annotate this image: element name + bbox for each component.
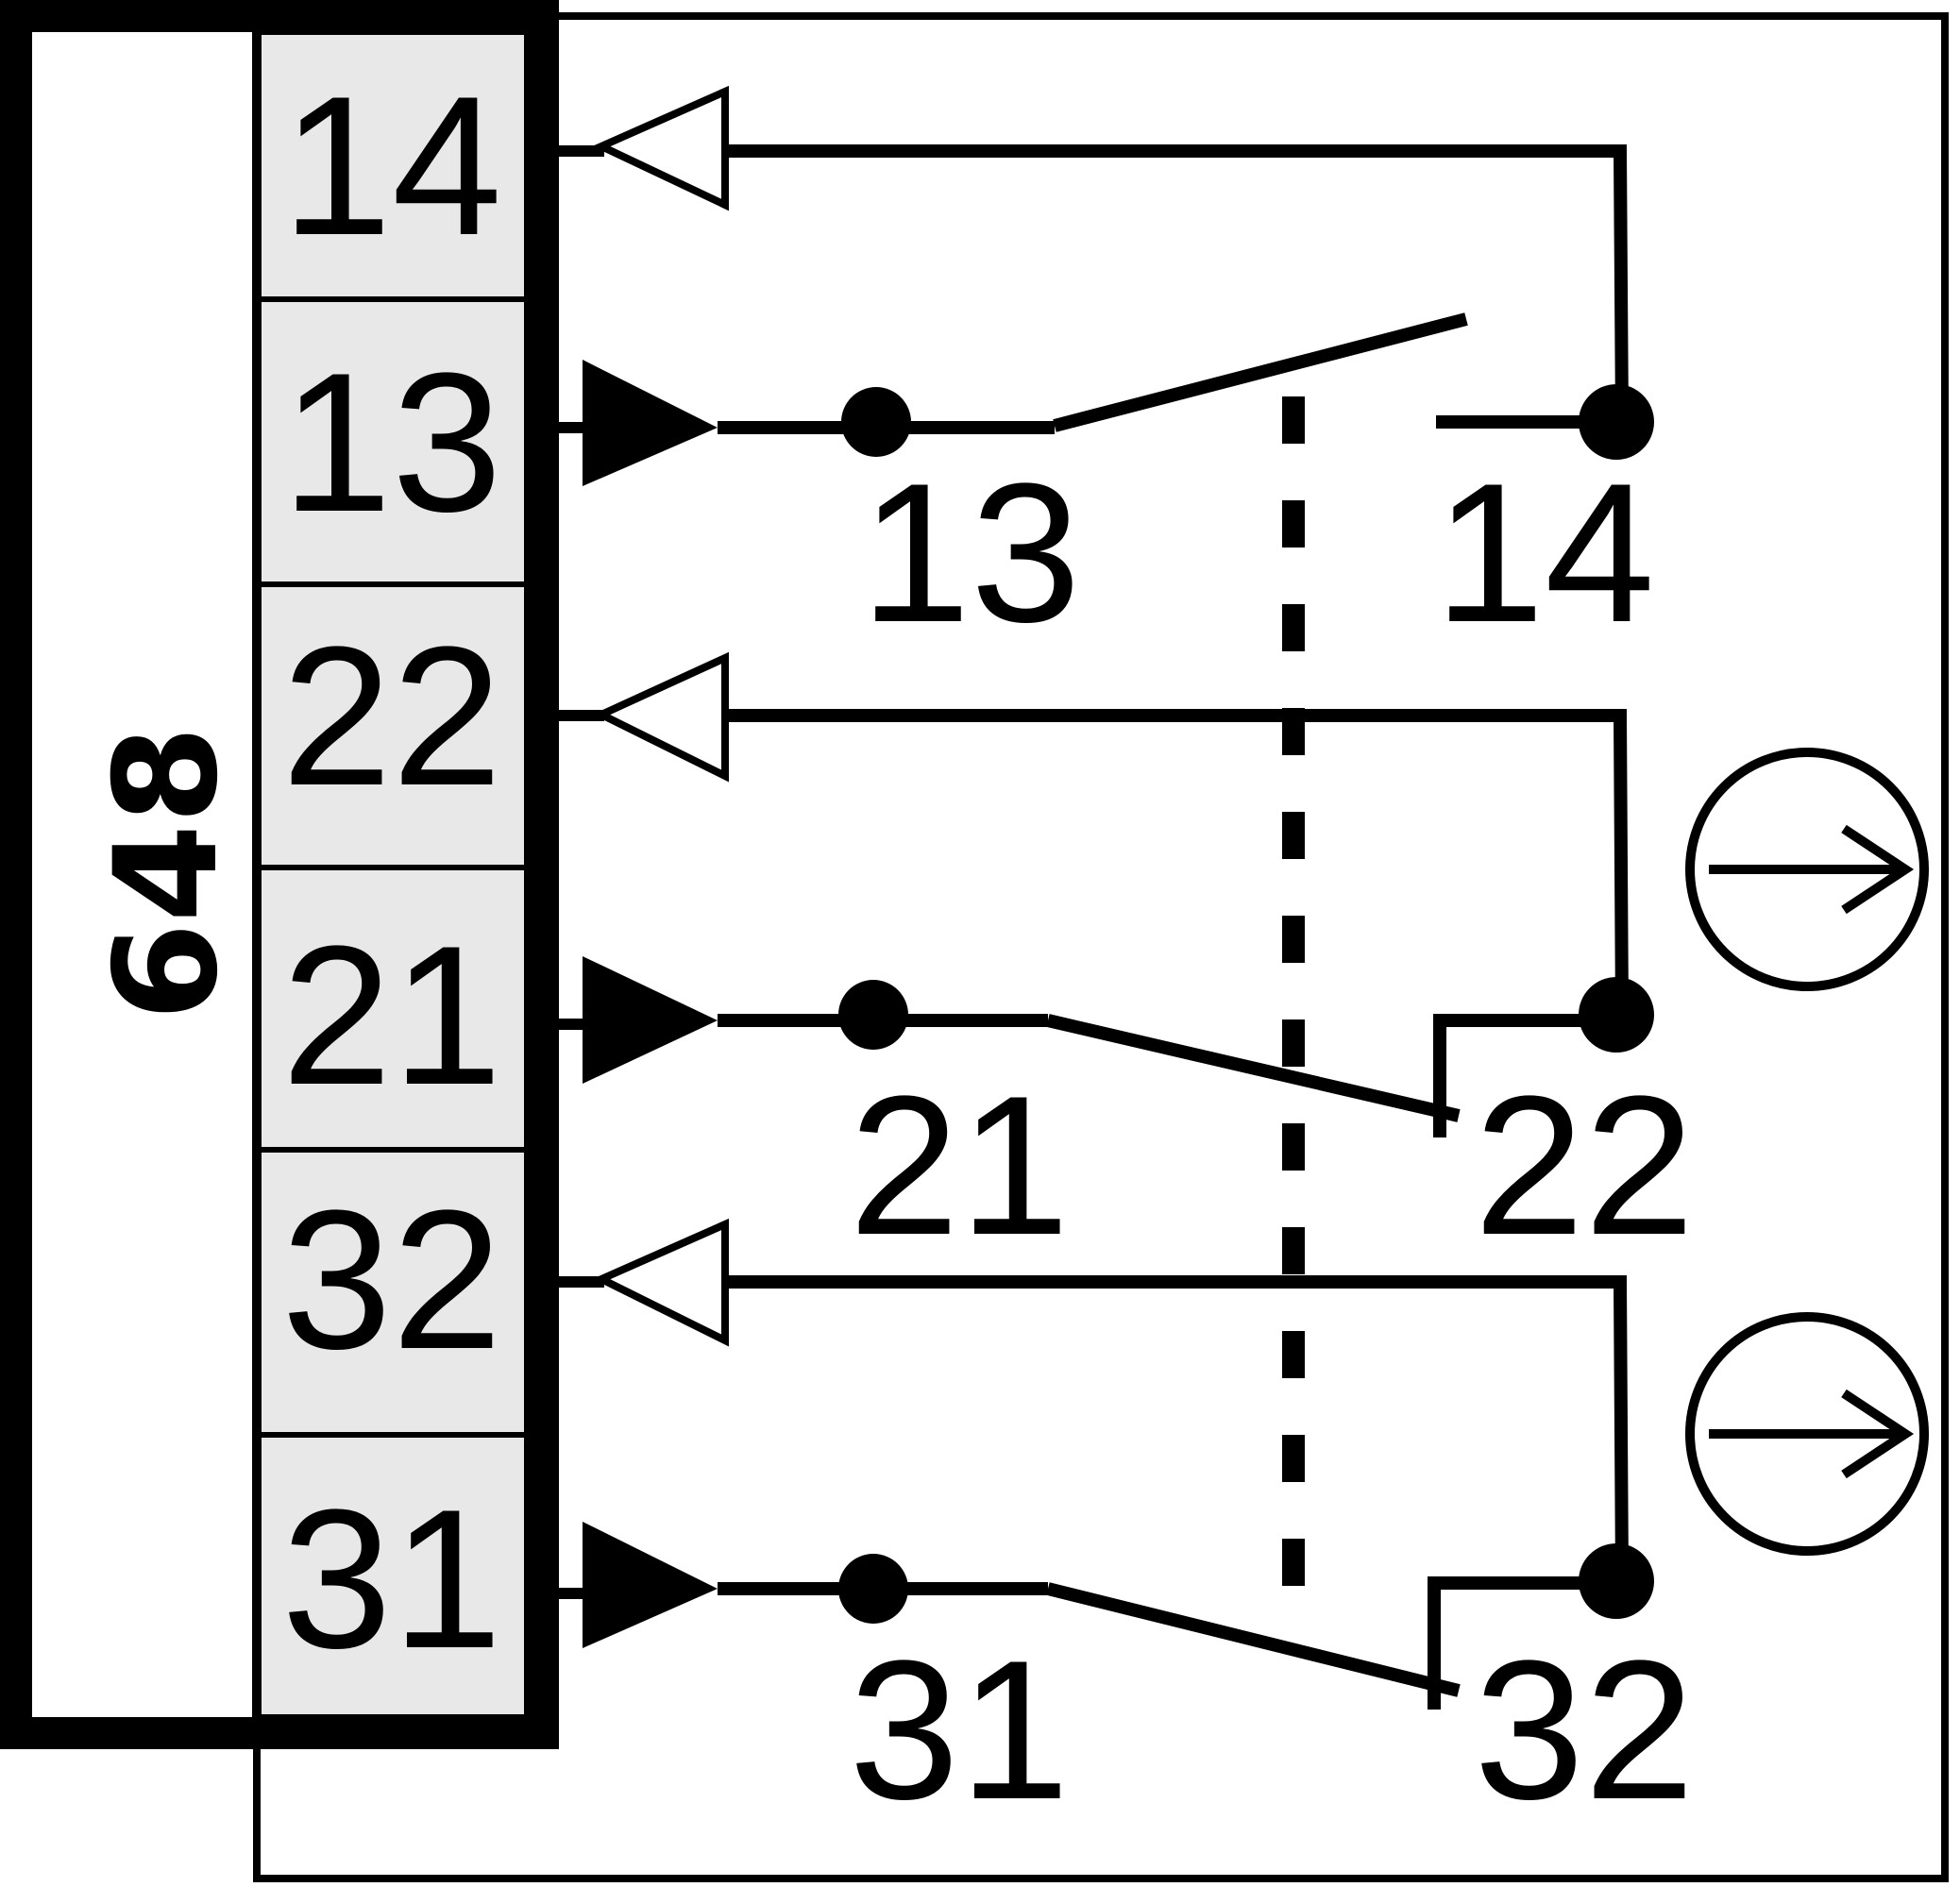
switch-blade [1053, 312, 1468, 432]
circle-arrow-icon [1685, 1312, 1929, 1556]
terminal-label-14: 14 [281, 55, 502, 277]
switch-blade [1046, 1014, 1461, 1122]
contact-node [838, 980, 908, 1050]
contact-label-22: 22 [1474, 1054, 1695, 1276]
switch-blade [1046, 1582, 1461, 1697]
output-arrow-open-icon [592, 651, 729, 783]
input-arrow-filled-icon [583, 360, 718, 486]
terminal-cell [254, 29, 530, 302]
contact-node [1579, 977, 1654, 1053]
contact-node [838, 1554, 908, 1624]
contact-31-32: 31 32 [552, 1218, 1695, 1841]
output-arrow-open-icon [592, 85, 729, 211]
contact-label-21: 21 [849, 1054, 1070, 1276]
contact-node [1579, 1543, 1654, 1619]
input-arrow-filled-icon [583, 1522, 718, 1648]
contact-label-31: 31 [849, 1619, 1070, 1841]
contact-13-14: 13 14 [552, 85, 1655, 664]
terminal-label-31: 31 [281, 1468, 502, 1690]
contact-label-32: 32 [1474, 1619, 1695, 1841]
contact-node [1579, 384, 1654, 460]
terminal-label-13: 13 [281, 331, 502, 553]
terminal-label-32: 32 [281, 1169, 502, 1390]
terminal-label-21: 21 [281, 904, 502, 1126]
contact-node [841, 387, 911, 457]
output-arrow-open-icon [592, 1218, 729, 1347]
terminal-cell [254, 1147, 530, 1438]
circle-arrow-icon [1685, 748, 1929, 991]
contact-label-13: 13 [860, 442, 1081, 664]
terminal-strip [252, 29, 530, 1733]
contact-21-22: 21 22 [552, 651, 1695, 1276]
contact-label-14: 14 [1434, 442, 1655, 664]
input-arrow-filled-icon [583, 956, 718, 1084]
outer-frame [253, 12, 1949, 1882]
module-label: 648 [85, 725, 249, 1020]
terminal-label-22: 22 [281, 605, 502, 827]
terminal-cell [254, 581, 530, 870]
